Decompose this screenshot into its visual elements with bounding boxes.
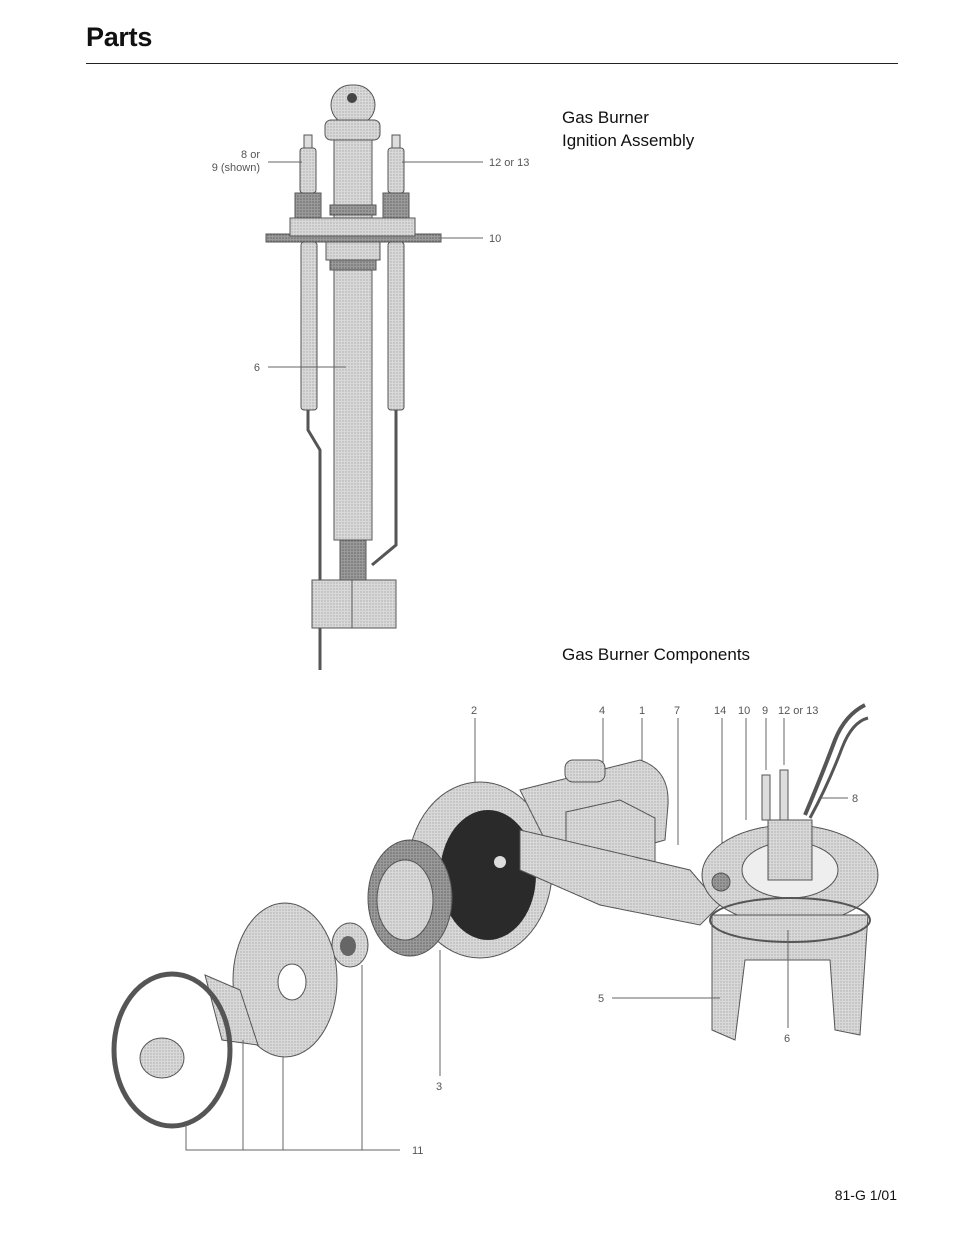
burner-skirt bbox=[711, 914, 869, 1041]
left-electrode-nut bbox=[294, 192, 322, 219]
label-left-rod-b: 9 (shown) bbox=[212, 162, 260, 174]
label-6: 6 bbox=[784, 1033, 790, 1045]
page-footer: 81-G 1/01 bbox=[834, 1187, 897, 1203]
burner-electrode-a bbox=[761, 774, 771, 821]
label-11: 11 bbox=[412, 1145, 423, 1157]
label-tube: 6 bbox=[254, 362, 260, 374]
tube-ring bbox=[329, 204, 377, 216]
burner-components-caption: Gas Burner Components bbox=[562, 645, 751, 664]
ignition-cable bbox=[803, 703, 866, 816]
inlet-ring bbox=[111, 971, 233, 1129]
label-8: 8 bbox=[852, 793, 858, 805]
burner-arm bbox=[519, 829, 721, 926]
blower-hub bbox=[494, 856, 506, 868]
leader-11 bbox=[185, 1125, 400, 1151]
burner-tube bbox=[767, 819, 813, 881]
motor-cap bbox=[564, 759, 606, 783]
label-right-rod: 12 or 13 bbox=[489, 157, 529, 169]
page-title: Parts bbox=[86, 22, 153, 52]
label-flange: 10 bbox=[489, 233, 501, 245]
title-divider bbox=[86, 63, 898, 64]
left-wire bbox=[306, 410, 322, 670]
label-left-rod-a: 8 or bbox=[241, 149, 260, 161]
coupling-hole bbox=[340, 936, 356, 956]
blower-opening bbox=[440, 810, 536, 940]
caption-line-2: Ignition Assembly bbox=[562, 131, 695, 150]
right-wire bbox=[371, 410, 398, 567]
label-2: 2 bbox=[471, 705, 477, 717]
label-12: 12 or 13 bbox=[778, 705, 818, 717]
shutter-blade bbox=[204, 974, 259, 1046]
label-7: 7 bbox=[674, 705, 680, 717]
shutter-hole bbox=[277, 963, 307, 1001]
tube-bottom bbox=[339, 539, 367, 581]
inlet-hub bbox=[139, 1037, 185, 1079]
blower-wheel-inner bbox=[376, 859, 434, 941]
burner-ring bbox=[709, 897, 871, 943]
flange-hub bbox=[289, 217, 416, 237]
burner-block bbox=[311, 579, 397, 629]
burner-nut bbox=[711, 872, 731, 892]
cap-hole bbox=[347, 93, 357, 103]
label-10: 10 bbox=[738, 705, 750, 717]
right-electrode-nut bbox=[382, 192, 410, 219]
label-1: 1 bbox=[639, 705, 645, 717]
label-3: 3 bbox=[436, 1081, 442, 1093]
label-9: 9 bbox=[762, 705, 768, 717]
label-14: 14 bbox=[714, 705, 726, 717]
burner-electrode-b bbox=[779, 769, 789, 821]
label-4: 4 bbox=[599, 705, 605, 717]
label-5: 5 bbox=[598, 993, 604, 1005]
flange-lower-hub bbox=[325, 241, 381, 261]
ignition-cable-2 bbox=[808, 716, 869, 819]
ignition-assembly-caption: Gas Burner Ignition Assembly bbox=[562, 106, 694, 152]
caption-line-1: Gas Burner bbox=[562, 108, 649, 127]
